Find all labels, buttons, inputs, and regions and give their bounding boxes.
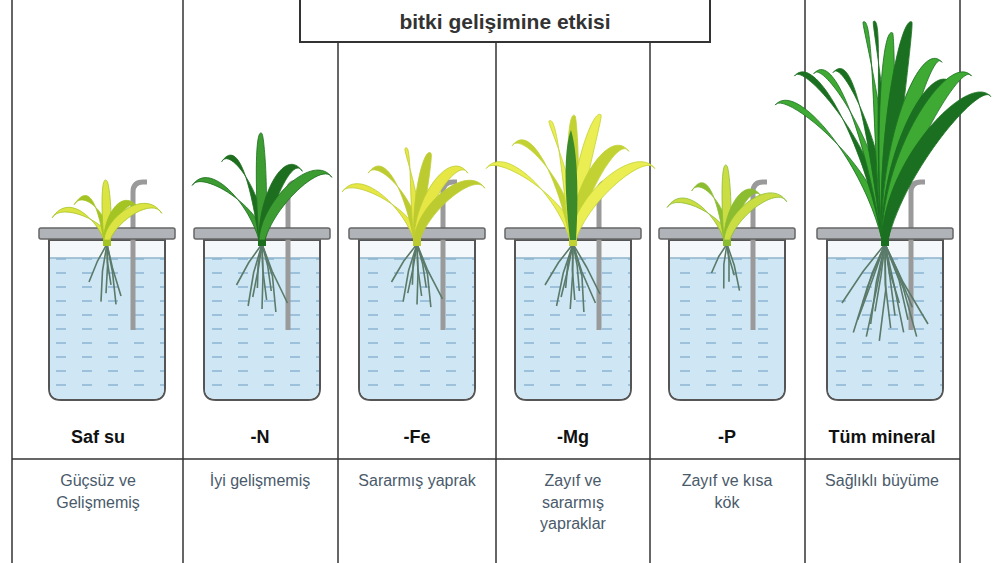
frame-lines — [12, 0, 960, 563]
glass-tube — [443, 182, 457, 330]
glass-tube — [599, 182, 613, 330]
leaf — [882, 92, 991, 240]
root — [885, 244, 928, 324]
root — [417, 244, 431, 307]
description-cell: Zayıf ve sararmış yapraklar — [518, 470, 628, 535]
diagram-title: bitki gelişimine etkisi — [305, 10, 705, 34]
water-surface — [670, 257, 784, 259]
root — [727, 244, 740, 291]
water-ripple — [670, 258, 784, 398]
root — [408, 244, 417, 293]
leaf — [104, 203, 162, 240]
column-label: -N — [185, 427, 335, 448]
water-ripple — [205, 258, 319, 398]
leaf — [724, 193, 787, 240]
root — [573, 244, 595, 303]
column-label: Saf su — [23, 427, 173, 448]
beaker — [49, 240, 165, 400]
root — [573, 244, 600, 294]
beakers — [39, 182, 953, 400]
root — [885, 244, 908, 320]
root — [262, 244, 288, 303]
root — [107, 244, 121, 296]
leaf — [414, 180, 485, 240]
leaf — [570, 162, 655, 240]
column-label: -P — [652, 427, 802, 448]
beaker — [359, 240, 475, 400]
beaker — [204, 240, 320, 400]
description-cell: İyi gelişmemiş — [205, 470, 315, 492]
root — [262, 244, 276, 312]
water — [670, 258, 784, 399]
beaker — [669, 240, 785, 400]
plants — [52, 21, 991, 341]
glass-tube — [288, 182, 302, 330]
column-label: -Mg — [498, 427, 648, 448]
leaf — [259, 170, 332, 240]
root — [253, 244, 262, 297]
title-box — [300, 0, 710, 42]
leaf — [566, 130, 578, 240]
root — [573, 244, 579, 291]
column-label: Tüm mineral — [807, 427, 957, 448]
root — [248, 244, 262, 306]
column-label: -Fe — [342, 427, 492, 448]
description-cell: Güçsüz ve Gelişmemiş — [48, 470, 148, 513]
root — [257, 244, 262, 288]
description-cell: Sağlıklı büyüme — [822, 470, 942, 492]
root — [101, 244, 107, 302]
root — [724, 244, 727, 288]
water — [205, 258, 319, 399]
root — [417, 244, 443, 299]
root — [412, 244, 417, 285]
root — [885, 244, 917, 337]
beaker — [515, 240, 631, 400]
description-cell: Sararmış yaprak — [352, 470, 482, 492]
root — [853, 244, 885, 332]
root — [858, 244, 885, 320]
description-cell: Zayıf ve kısa kök — [672, 470, 782, 513]
beaker — [827, 240, 943, 400]
root — [403, 244, 417, 302]
